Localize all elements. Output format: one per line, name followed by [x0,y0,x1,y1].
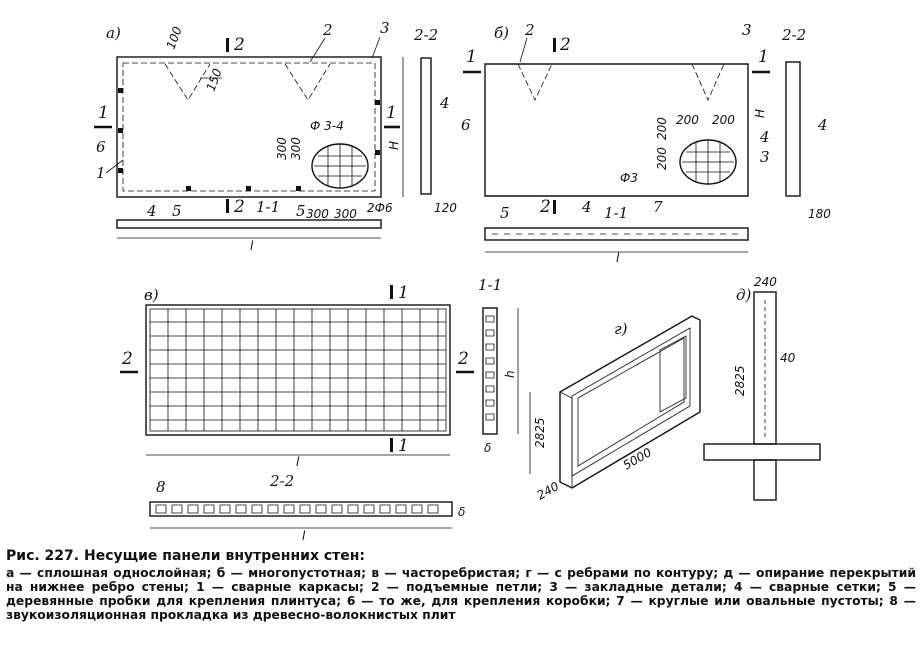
callout: 3 [760,148,770,166]
callout: 2 [524,21,535,39]
callout: 6 [461,116,471,134]
callout: 7 [653,198,663,216]
panel-v-section-11 [482,307,498,435]
section-mark-right: 1 [758,47,769,67]
callout: 8 [156,478,166,496]
dim-height: H [753,109,767,118]
section-mark-right: 2 [457,349,469,369]
callout: 3 [380,19,390,37]
panel-d-letter: д) [736,286,752,304]
callout: 4 [759,128,770,146]
dim: 300 [306,207,329,221]
panel-d: д) 240 2825 40 [703,275,821,501]
callout: 4 [581,198,592,216]
callout: 2 [322,21,333,39]
dim: 300 [289,137,303,160]
figure-caption: Рис. 227. Несущие панели внутренних стен… [6,548,916,622]
panel-a: а) 2 2 1 1 100 150 2 3 [94,19,457,253]
callout: 5 [500,204,510,222]
section-22-title: 2-2 [269,472,294,490]
dim: 200 [655,117,669,140]
section-mark-bottom: 2 [233,197,245,217]
panel-b-section-11 [484,227,749,241]
panel-a-section-22 [420,57,432,195]
dim-height: h [503,370,517,378]
panel-a-mesh-cutout [311,143,369,189]
dim-thickness: 240 [535,479,562,503]
dim: 300 [334,207,357,221]
dim: 200 [676,113,699,127]
dim-thickness: δ [484,441,491,455]
callout: 1 [96,164,106,182]
section-mark-top: 2 [233,35,245,55]
section-mark-left: 2 [121,349,133,369]
dim-height: 2825 [533,417,547,448]
dim-length: l [616,251,620,265]
dim-length: l [250,239,254,253]
dim-thickness: δ [458,505,465,519]
dim-top: 240 [754,275,777,289]
panel-a-lifting-loop [284,63,331,101]
section-11-title: 1-1 [478,276,502,294]
callout: 4 [146,202,157,220]
caption-title: Рис. 227. Несущие панели внутренних стен… [6,548,366,564]
panel-v-ribbed-grid [149,308,447,432]
dim: 300 [275,137,289,160]
dim: 180 [808,207,831,221]
panel-b: б) 2 2 1 1 2 3 3 4 6 5 4 7 Ф3 200 200 20… [461,21,831,265]
callout: 5 [296,202,306,220]
panel-a-section-11 [116,219,382,229]
callout: 5 [172,202,182,220]
section-mark-top: 1 [398,283,409,303]
section-mark-bottom: 2 [539,197,551,217]
panel-v-outline [145,304,451,436]
caption-legend: а — сплошная однослойная; б — многопусто… [6,566,916,622]
panel-v: в) 1 1 2 2 l 1-1 h δ 2-2 8 l δ [120,276,519,543]
panel-a-lifting-loop [164,63,211,101]
dim-height: H [387,141,401,150]
callout: 4 [817,116,828,134]
panel-b-letter: б) [494,24,509,42]
panel-d-wall-below [753,459,777,501]
panel-g-frame [559,315,701,489]
panel-b-mesh-cutout [679,139,737,185]
dim-length: l [302,529,306,543]
panel-g: г) 2825 5000 240 [529,315,701,503]
panel-d-floor-slab [703,443,821,461]
section-11-title: 1-1 [604,204,628,222]
panel-g-letter: г) [614,320,628,338]
callout: 100 [164,24,185,51]
panel-v-letter: в) [144,286,159,304]
section-mark-right: 1 [386,103,397,123]
callout: 6 [96,138,106,156]
dim-length: l [296,455,300,469]
dim: 2Ф6 [367,201,393,215]
panel-b-section-22 [785,61,801,197]
panel-a-outline [116,56,382,198]
section-mark-left: 1 [98,103,109,123]
dim: 200 [712,113,735,127]
section-22-title: 2-2 [781,26,806,44]
panel-a-letter: а) [106,24,121,42]
panel-b-outline [484,63,749,197]
section-11-title: 1-1 [256,198,280,216]
section-mark-bottom: 1 [398,436,409,456]
section-mark-left: 1 [466,47,477,67]
callout: 150 [204,66,225,93]
figure-drawing: а) 2 2 1 1 100 150 2 3 [94,19,831,543]
dim: 200 [655,147,669,170]
dim: 40 [780,351,796,365]
dim-height: 2825 [733,365,747,396]
mesh-label: Ф3 [620,171,638,185]
section-22-title: 2-2 [413,26,438,44]
section-mark-top: 2 [559,35,571,55]
callout: 3 [742,21,752,39]
panel-v-grid-lines [150,309,446,431]
mesh-label: Ф 3-4 [310,119,344,133]
callout: 4 [439,94,450,112]
panel-a-plugs [118,88,380,191]
panel-v-section-22 [149,501,453,517]
dim: 120 [434,201,457,215]
